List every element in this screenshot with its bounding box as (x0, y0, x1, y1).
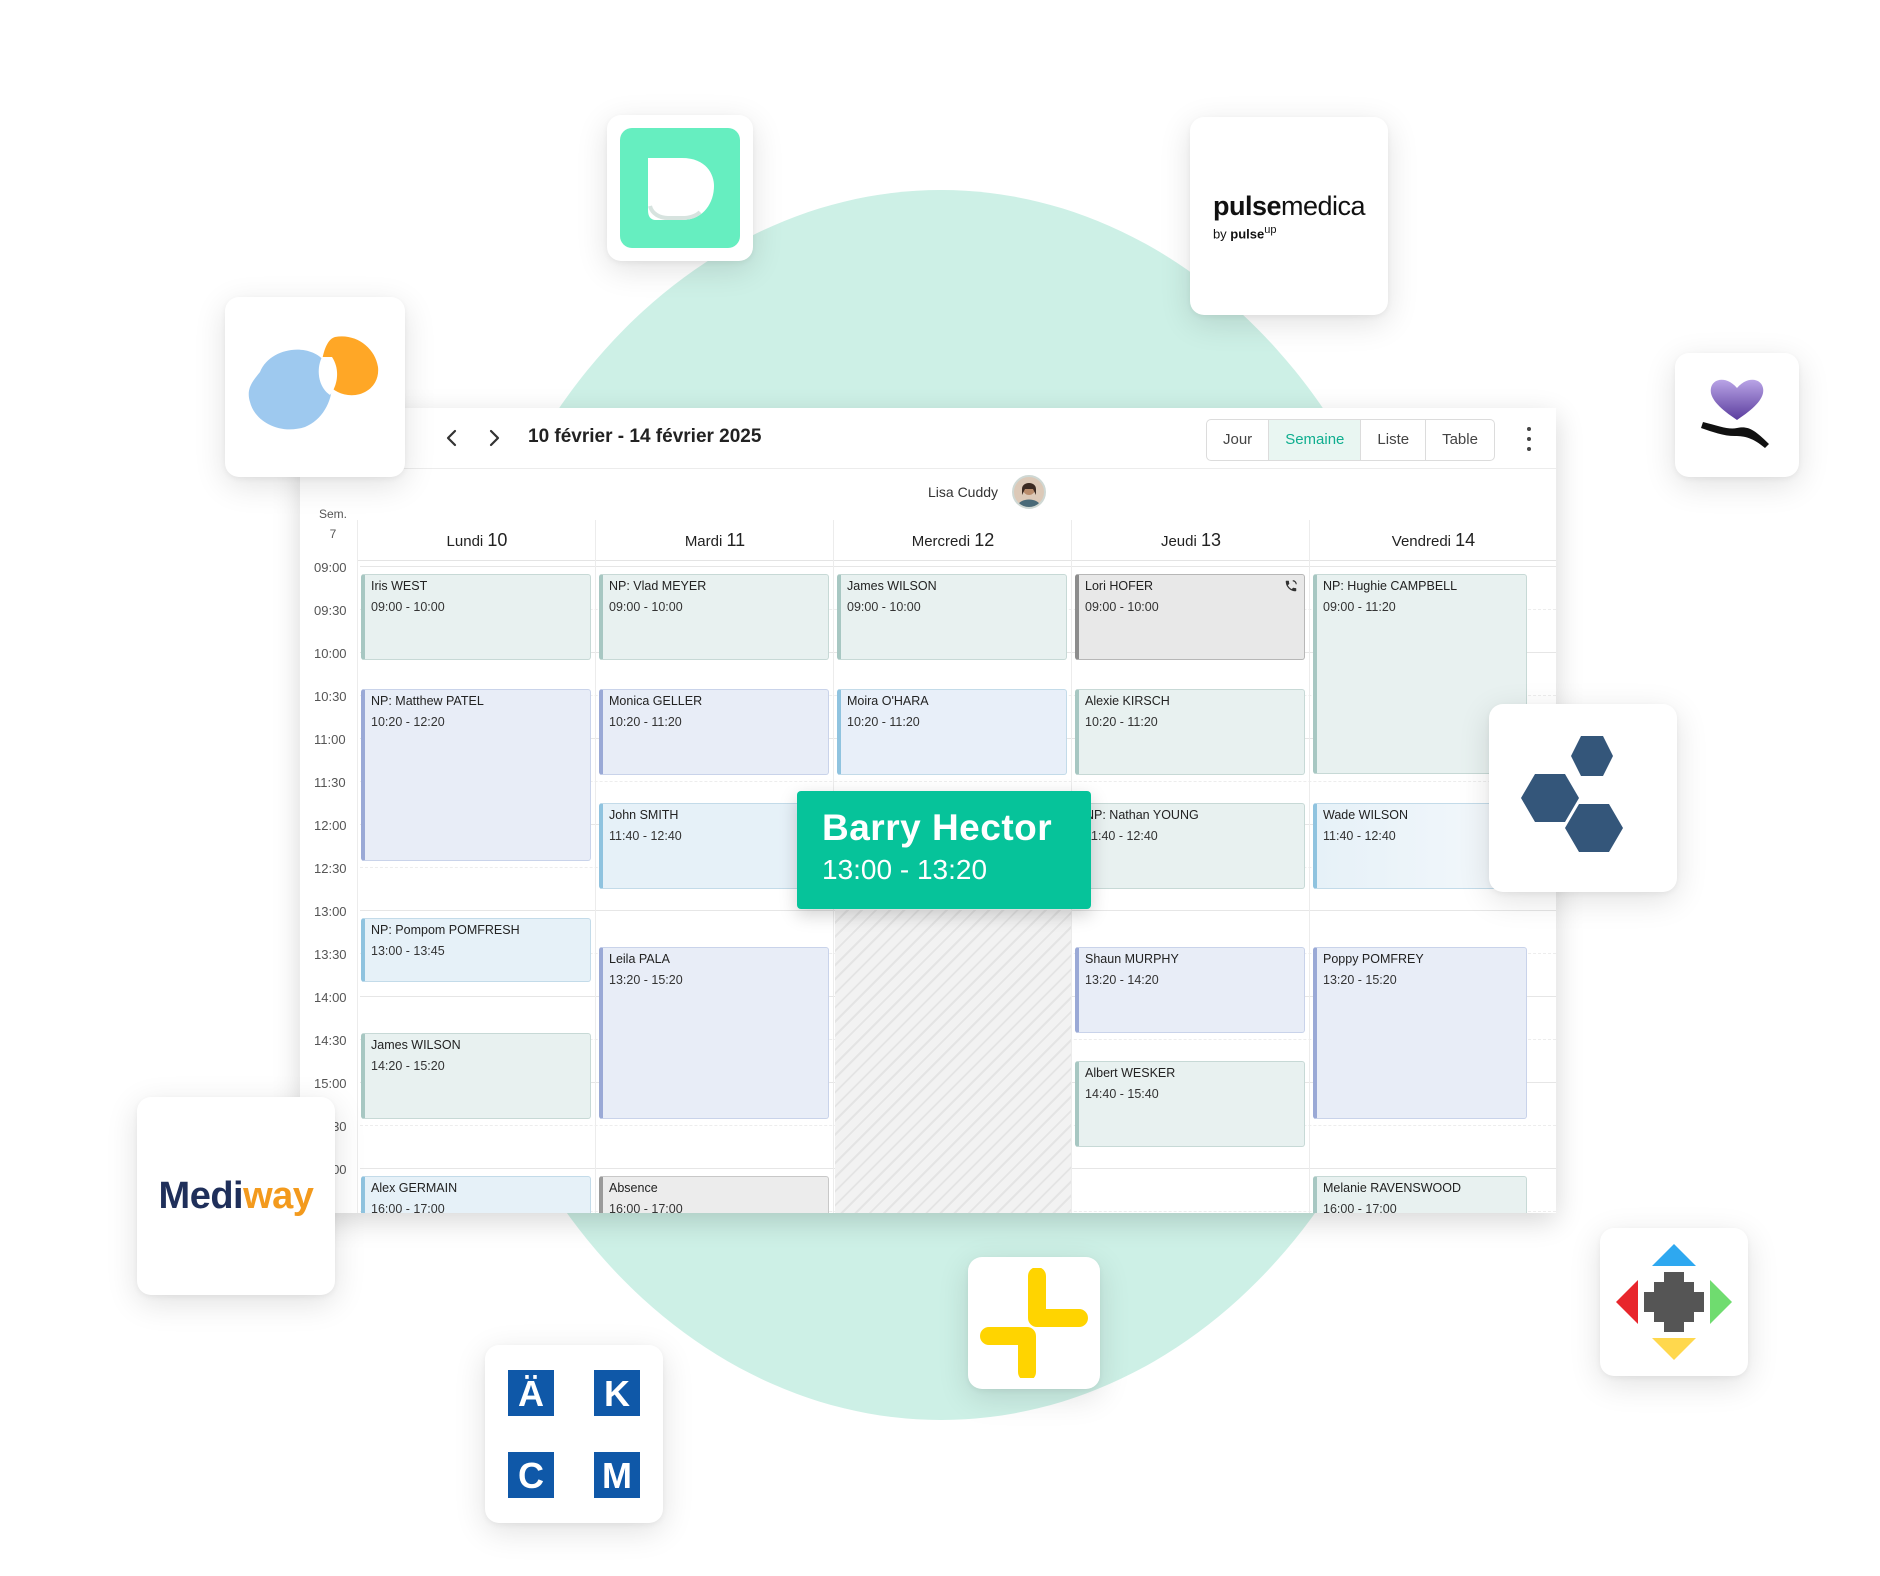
logo-card-d-app (607, 115, 753, 261)
logo-card-mediway: Mediway (137, 1097, 335, 1295)
week-label: Sem. 7 (318, 507, 347, 541)
logo-card-pulsemedica: pulsemedica by pulseup (1190, 117, 1388, 315)
time-label: 11:00 (314, 732, 346, 747)
highlighted-patient-name: Barry Hector (822, 807, 1053, 848)
chevron-right-icon (489, 429, 500, 447)
time-label: 14:00 (314, 990, 347, 1005)
logo-card-arrows (1600, 1228, 1748, 1376)
yellow-plus-logo-icon (980, 1268, 1088, 1378)
hexagons-logo-icon (1521, 736, 1623, 852)
day-header-friday: Vendredi 14 (1309, 520, 1556, 561)
doctor-row: Lisa Cuddy (300, 468, 1556, 520)
blocked-time-area (835, 910, 1071, 1213)
time-label: 13:00 (314, 904, 347, 919)
pulsemedica-logo: pulsemedica by pulseup (1212, 190, 1366, 242)
logo-card-plus (968, 1257, 1100, 1389)
day-header-thursday: Jeudi 13 (1071, 520, 1310, 561)
logo-card-blobs (225, 297, 405, 477)
logo-card-heart (1675, 353, 1799, 477)
logo-card-hexagons (1489, 704, 1677, 892)
akcm-logo: Ä K C M (508, 1370, 640, 1498)
day-header-monday: Lundi 10 (357, 520, 596, 561)
time-label: 12:00 (314, 818, 347, 833)
time-label: 09:00 (314, 560, 347, 575)
calendar-grid: 09:00 09:30 10:00 10:30 11:00 11:30 12:0… (300, 560, 1556, 1213)
tab-table[interactable]: Table (1442, 431, 1478, 448)
time-label: 15:00 (314, 1076, 347, 1091)
d-app-logo-icon (620, 128, 740, 248)
chevron-left-icon (446, 429, 457, 447)
doctor-name: Lisa Cuddy (928, 484, 999, 500)
avatar[interactable] (1012, 475, 1046, 509)
tab-jour[interactable]: Jour (1207, 420, 1270, 460)
time-label: 10:00 (314, 646, 347, 661)
four-arrows-logo-icon (1616, 1244, 1732, 1360)
calendar-toolbar: i 10 février - 14 février 2025 Jour Sema… (300, 408, 1556, 469)
view-switcher: Jour Semaine Liste Table (1206, 419, 1495, 461)
heart-hand-icon (1701, 379, 1769, 448)
prev-week-button[interactable] (438, 424, 466, 452)
tab-semaine[interactable]: Semaine (1269, 420, 1362, 460)
highlighted-time: 13:00 - 13:20 (822, 854, 988, 885)
tab-liste[interactable]: Liste (1361, 420, 1427, 460)
date-range-title: 10 février - 14 février 2025 (528, 426, 762, 447)
time-label: 13:30 (314, 947, 347, 962)
day-header-tuesday: Mardi 11 (595, 520, 834, 561)
logo-card-akcm: Ä K C M (485, 1345, 663, 1523)
next-week-button[interactable] (480, 424, 508, 452)
more-options-icon[interactable] (1524, 427, 1534, 451)
time-label: 12:30 (314, 861, 347, 876)
time-label: 10:30 (314, 689, 347, 704)
day-header-wednesday: Mercredi 12 (833, 520, 1072, 561)
phone-icon (1285, 580, 1297, 592)
mediway-logo: Mediway (158, 1174, 314, 1217)
highlighted-appointment[interactable]: Barry Hector 13:00 - 13:20 (797, 791, 1091, 909)
time-label: 14:30 (314, 1033, 347, 1048)
time-label: 09:30 (314, 603, 347, 618)
overlapping-shapes-logo-icon (248, 336, 379, 430)
time-label: 11:30 (314, 775, 346, 790)
